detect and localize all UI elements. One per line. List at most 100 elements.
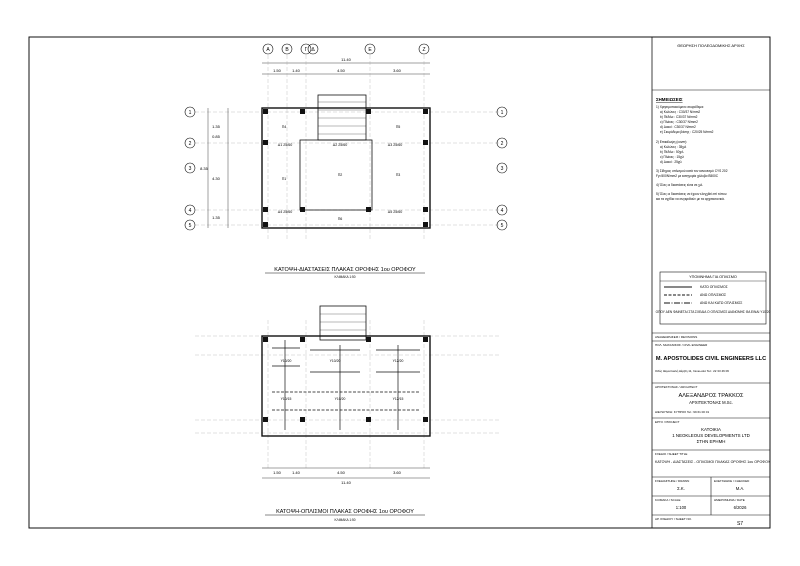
rebar-label: Y10/20	[281, 359, 292, 363]
architect-label: ΑΡΧΙΤΕΚΤΟΝΑΣ / ARCHITECT	[655, 385, 698, 389]
dim-left: 4.30	[212, 176, 221, 181]
axis-label: 5	[189, 223, 192, 229]
axis-bubbles-top: Α Β Γ Δ Ε Ζ	[262, 43, 430, 55]
note-line: c) Πλάκες : C30/37 N/mm2	[660, 120, 698, 124]
svg-text:2: 2	[501, 141, 504, 147]
dim-part: 1.50	[273, 470, 282, 475]
checked-label: ΕΛΕΓΧΘΗΚΕ / CHECKED	[714, 479, 750, 483]
legend-title: ΥΠΟΜΝΗΜΑ ΓΙΑ ΟΠΛΙΣΜΟ	[689, 275, 737, 279]
scale-label: ΚΛΙΜΑΚΑ / SCALE	[655, 498, 681, 502]
header-stamp: ΘΕΩΡΗΣΗ ΠΟΛΕΟΔΟΜΙΚΗΣ ΑΡΧΗΣ	[677, 43, 745, 48]
note-line: a) Κολώνες : 35χιλ	[660, 145, 687, 149]
beam-label: Δ3 25/60	[388, 143, 402, 147]
notes-title: ΣΗΜΕΙΩΣΕΙΣ	[656, 97, 683, 102]
dim-left-total: 8.35	[200, 166, 209, 171]
architect-name: ΑΛΕΞΑΝΔΡΟΣ ΤΡΑΚΚΟΣ	[679, 393, 744, 399]
engineer-name: M. APOSTOLIDES CIVIL ENGINEERS LLC	[656, 356, 766, 362]
project-line: 1 NEOKLEOUS DEVELOPMENTS LTD	[672, 433, 750, 438]
axis-label: 1	[189, 110, 192, 116]
note-line: 5) Όλες οι διαστάσεις να έχουν ελεγχθεί …	[656, 192, 727, 196]
rebar-label: Y12/20	[393, 359, 404, 363]
note-line: b) Πέδιλα : C30/37 N/mm2	[660, 115, 698, 119]
note-line: a) Κολώνες : C30/37 N/mm2	[660, 110, 700, 114]
svg-text:3: 3	[501, 166, 504, 172]
axis-label: Δ	[311, 47, 315, 53]
plan-scale-top: ΚΛΙΜΑΚΑ 1:50	[334, 275, 355, 279]
dim-overall: 11.40	[341, 57, 351, 62]
axis-label: 4	[189, 208, 192, 214]
dim-part: 1.40	[292, 470, 301, 475]
dim-left: 1.35	[212, 124, 221, 129]
axis-label: Ε	[368, 47, 372, 53]
rebar-label: Y10/20	[330, 359, 341, 363]
sheetno-value: S7	[737, 521, 743, 527]
note-line: e) Σκυρόδεμα βάσης : C20/25 N/mm2	[660, 130, 714, 134]
svg-text:4: 4	[501, 208, 504, 214]
axis-label: 2	[189, 141, 192, 147]
engineer-label: ΠΟΛ. ΜΗΧΑΝΙΚΟΣ / CIVIL ENGINEER	[655, 343, 708, 347]
project-label: ΕΡΓΟ / PROJECT	[655, 420, 680, 424]
slab-label: Π5	[396, 125, 401, 129]
date-value: 6/2026	[734, 505, 747, 510]
project-line: ΣΤΗΝ ΕΡΗΜΗ	[697, 439, 726, 444]
slab-label: Π6	[338, 217, 343, 221]
slab-label: Π2	[338, 173, 343, 177]
dim-left: 1.35	[212, 215, 221, 220]
rebar-lines	[272, 340, 420, 430]
note-line: 3) Σίδηρος οπλισμού κατά τον κανονισμό C…	[656, 169, 728, 173]
title-block: ΘΕΩΡΗΣΗ ΠΟΛΕΟΔΟΜΙΚΗΣ ΑΡΧΗΣ ΣΗΜΕΙΩΣΕΙΣ 1)…	[652, 43, 771, 527]
note-line: 1) Χρησιμοποιούμενο σκυρόδεμα:	[656, 105, 704, 109]
drawn-value: Σ.Κ.	[677, 486, 685, 491]
sheet-title-label: ΣΧΕΔΙΟ / SHEET TITLE	[655, 452, 687, 456]
note-line: c) Πλάκες : 15χιλ	[660, 155, 684, 159]
plan-title-top: ΚΑΤΟΨΗ-ΔΙΑΣΤΑΣΕΙΣ ΠΛΑΚΑΣ ΟΡΟΦΗΣ 1ου ΟΡΟΦ…	[274, 267, 416, 273]
axis-label: Γ	[305, 47, 308, 53]
dim-part: 1.40	[292, 68, 301, 73]
axis-label: Α	[266, 47, 270, 53]
note-line: 4) Όλες οι διαστάσεις είναι σε χιλ.	[656, 183, 703, 187]
date-label: ΗΜΕΡΟΜΗΝΙΑ / DATE	[714, 498, 745, 502]
rebar-label: Y12/15	[393, 397, 404, 401]
dim-overall: 11.40	[341, 480, 351, 485]
legend-note: ΟΠΟΥ ΔΕΝ ΦΑΙΝΕΤΑΙ ΣΤΑ ΣΧΕΔΙΑ Ο ΟΠΛΙΣΜΟΣ …	[656, 310, 771, 314]
revisions-label: ΑΝΑΘΕΩΡΗΣΕΙΣ / REVISIONS	[655, 335, 697, 339]
scale-value: 1:100	[676, 505, 687, 510]
columns-top	[263, 109, 428, 227]
dim-part: 4.50	[337, 68, 346, 73]
project-line: ΚΑΤΟΙΚΙΑ	[701, 427, 721, 432]
slab-label: Π4	[282, 125, 287, 129]
legend-item: ΑΝΩ ΟΠΛΙΣΜΟΣ	[700, 293, 726, 297]
beam-label: Δ1 25/60	[278, 143, 292, 147]
drawn-label: ΣΧΕΔΙΑΣΤΗΚΕ / DRAWN	[655, 479, 689, 483]
note-line: Fy=500N/mm2 με κατηγορία χάλυβα B500C	[656, 174, 719, 178]
bottom-floor-plan: Y10/20 Y10/20 Y12/20 Y10/15 Y10/20 Y12/1…	[195, 305, 500, 522]
note-line: d) Δοκοί : 25χιλ	[660, 160, 682, 164]
beam-label: Δ4 25/60	[278, 210, 292, 214]
beam-label: Δ2 25/60	[333, 143, 347, 147]
sheetno-label: ΑΡ. ΣΧΕΔΙΟΥ / SHEET NO.	[655, 517, 692, 521]
svg-text:5: 5	[501, 223, 504, 229]
note-line: και τα σχέδια να συγκριθούν με τα αρχιτε…	[656, 197, 725, 201]
sheet-title: ΚΑΤΟΨΗ - ΔΙΑΣΤΑΣΕΙΣ - ΟΠΛΙΣΜΟΙ ΠΛΑΚΑΣ ΟΡ…	[655, 460, 771, 464]
top-floor-plan: Α Β Γ Δ Ε Ζ 11.40 1.50 1.40 4.50 3.60	[184, 43, 508, 279]
architect-details: ΔΙΕΥΘΥΝΣΗ: ΚΥΠΡΟΣ Tel.: 99 61 00 01	[655, 410, 709, 414]
dim-left: 0.85	[212, 134, 221, 139]
svg-text:1: 1	[501, 110, 504, 116]
slab-label: Π3	[396, 173, 401, 177]
dimension-lines-top: 11.40 1.50 1.40 4.50 3.60	[262, 57, 430, 75]
architect-title: ΑΡΧΙΤΕΚΤΟΝΑΣ M.Sc.	[689, 400, 733, 405]
dim-part: 3.60	[393, 68, 402, 73]
note-line: 2) Επικάλυψη (cover):	[656, 140, 687, 144]
axis-label: Ζ	[422, 47, 425, 53]
note-line: d) Δοκοί : C30/37 N/mm2	[660, 125, 696, 129]
legend-item: ΑΝΩ ΚΑΙ ΚΑΤΩ ΟΠΛΙΣΜΟΣ	[700, 301, 742, 305]
legend-item: ΚΑΤΩ ΟΠΛΙΣΜΟΣ	[700, 285, 728, 289]
plan-title-bottom: ΚΑΤΟΨΗ-ΟΠΛΙΣΜΟΙ ΠΛΑΚΑΣ ΟΡΟΦΗΣ 1ου ΟΡΟΦΟΥ	[276, 509, 414, 515]
axis-label: 3	[189, 166, 192, 172]
dim-part: 1.50	[273, 68, 282, 73]
slab-label: Π1	[282, 177, 287, 181]
checked-value: Μ.Α.	[736, 486, 745, 491]
beam-label: Δ5 25/60	[388, 210, 402, 214]
plan-scale-bottom: ΚΛΙΜΑΚΑ 1:50	[334, 518, 355, 522]
